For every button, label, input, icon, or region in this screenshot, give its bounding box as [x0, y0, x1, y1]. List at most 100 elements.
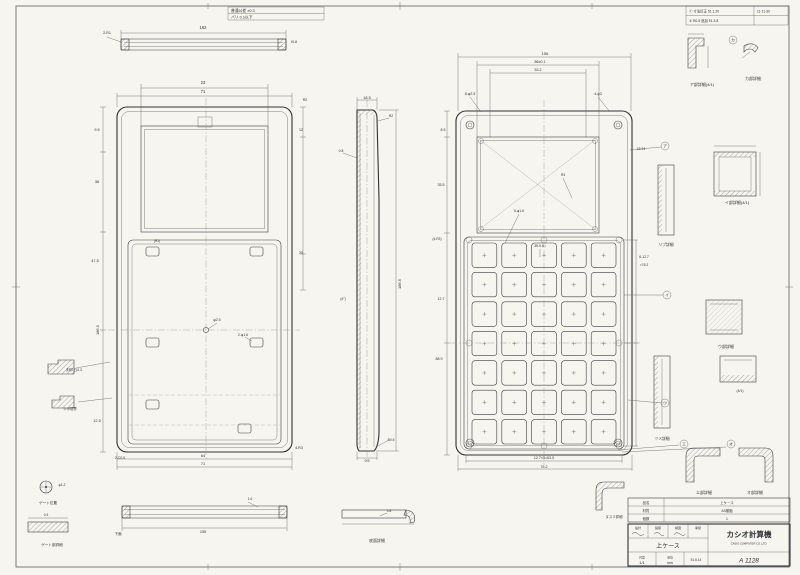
- dim-annotation: R3: [561, 173, 565, 177]
- dim-annotation: 15.24: [637, 147, 646, 151]
- dim-annotation: 刻印 凸0.3: [66, 367, 82, 372]
- key-hole: [561, 419, 587, 445]
- top-profile-view: [106, 30, 287, 51]
- dim-annotation: 64: [201, 454, 205, 458]
- key-center-mark: [601, 341, 606, 346]
- sheet-border: [12, 2, 793, 571]
- key-center-mark: [601, 400, 606, 405]
- key-hole: [590, 419, 617, 445]
- detail-w-section: [719, 355, 757, 383]
- key-center-mark: [601, 253, 606, 258]
- dim-annotation: 23: [201, 80, 206, 85]
- dim-annotation: 8.5: [441, 128, 446, 132]
- key-hole: [501, 360, 527, 386]
- key-center-mark: [512, 400, 517, 405]
- dim-annotation: 12.5: [93, 419, 100, 423]
- approval-header: 設計: [635, 525, 641, 530]
- dim-annotation: 1.6: [248, 497, 253, 501]
- dim-annotation: 4-φ3: [594, 92, 602, 96]
- dim-annotation: オ部詳細: [747, 489, 763, 495]
- material-label: 品名: [643, 500, 650, 505]
- approval-header: 検図: [675, 525, 681, 530]
- section-marker-label: オ: [729, 442, 733, 447]
- key-center-mark: [571, 282, 576, 287]
- detail-claw-section: [653, 355, 671, 429]
- key-hole: [590, 330, 617, 357]
- company-subtitle: CASIO COMPUTER CO.,LTD.: [731, 542, 768, 546]
- dim-annotation: 162: [200, 25, 208, 30]
- dim-annotation: ツメ詳細: [654, 436, 669, 441]
- material-value: 1: [726, 517, 728, 521]
- dim-annotation: 38: [95, 180, 99, 184]
- company-name: カシオ計算機: [727, 529, 772, 539]
- detail-u-section: [705, 299, 743, 335]
- key-center-mark: [601, 312, 606, 317]
- detail-sections: [595, 33, 774, 511]
- unit-label: 単位: [667, 556, 673, 560]
- front-view: [100, 84, 306, 470]
- key-center-mark: [482, 253, 487, 258]
- dim-annotation: 29: [299, 251, 303, 255]
- key-hole: [561, 389, 587, 415]
- key-center-mark: [482, 400, 487, 405]
- key-center-mark: [571, 312, 576, 317]
- dim-annotation: シボ境界: [63, 406, 77, 411]
- dim-annotation: ゲート部詳細: [41, 542, 63, 547]
- key-center-mark: [512, 282, 517, 287]
- material-value: AS樹脂: [721, 508, 733, 513]
- dim-annotation: リブ詳細: [658, 242, 673, 247]
- revision-row: ① 寸法訂正 51.1.20: [689, 9, 719, 14]
- detail-rib-section: [657, 164, 675, 236]
- display-notch: [197, 116, 213, 128]
- section-marker-label: エ: [682, 443, 686, 447]
- dim-annotation: R0.5: [388, 438, 395, 442]
- dim-annotation: 186.5: [397, 278, 402, 289]
- key-center-mark: [571, 253, 576, 258]
- section-marker-label: イ: [665, 293, 669, 298]
- material-table: 品名 上ケース 材質 AS樹脂 個数 1: [627, 497, 791, 523]
- dim-annotation: 9.5: [365, 459, 370, 463]
- dim-annotation: 12.7: [438, 297, 445, 301]
- key-hole: [561, 301, 587, 327]
- dim-annotation: φ2.5: [213, 318, 220, 322]
- detail-ka-section: [743, 43, 759, 53]
- material-value: 上ケース: [720, 500, 734, 505]
- title-block: 設計 製図 検図 承認 上ケース カシオ計算機 CASIO COMPUTER C…: [627, 523, 791, 567]
- key-center-mark: [482, 370, 487, 375]
- scale-label: 尺度: [639, 556, 645, 560]
- detail-i-section: [713, 145, 761, 197]
- key-hole: [561, 330, 587, 357]
- dim-annotation: 71: [201, 89, 206, 94]
- revision-note: ロ-11-30: [757, 10, 770, 14]
- key-hole: [501, 301, 527, 327]
- dim-annotation: 76.2: [541, 465, 548, 469]
- detail-e-corner: [685, 447, 721, 483]
- drawing-number: A 1128: [738, 558, 759, 565]
- bottom-profile-view: [121, 501, 288, 531]
- detail-o-corner: [738, 447, 774, 483]
- key-hole: [471, 360, 498, 386]
- key-center-mark: [482, 429, 487, 434]
- dim-annotation: 9.5: [94, 128, 99, 132]
- keypad-grid: [471, 242, 617, 445]
- key-center-mark: [482, 312, 487, 317]
- dim-annotation: 71: [201, 462, 205, 466]
- key-hole: [501, 389, 527, 415]
- dim-annotation: (4°): [340, 297, 346, 301]
- key-center-mark: [512, 429, 517, 434]
- section-markers-layer: アイウカエオ: [660, 35, 738, 449]
- dim-annotation: 86±0.1: [535, 60, 546, 64]
- key-hole: [501, 419, 527, 445]
- key-hole: [561, 242, 587, 268]
- section-marker-label: ア: [663, 144, 667, 149]
- dim-annotation: 5-φ1.6: [514, 209, 524, 213]
- dim-annotation: 18.5: [363, 96, 370, 100]
- dim-annotation: 6-12.7: [639, 255, 649, 259]
- approval-header: 承認: [695, 525, 701, 530]
- side-view: [342, 97, 399, 462]
- boss-pads: [145, 246, 264, 434]
- dim-annotation: カ部詳細: [745, 75, 761, 81]
- key-center-mark: [512, 370, 517, 375]
